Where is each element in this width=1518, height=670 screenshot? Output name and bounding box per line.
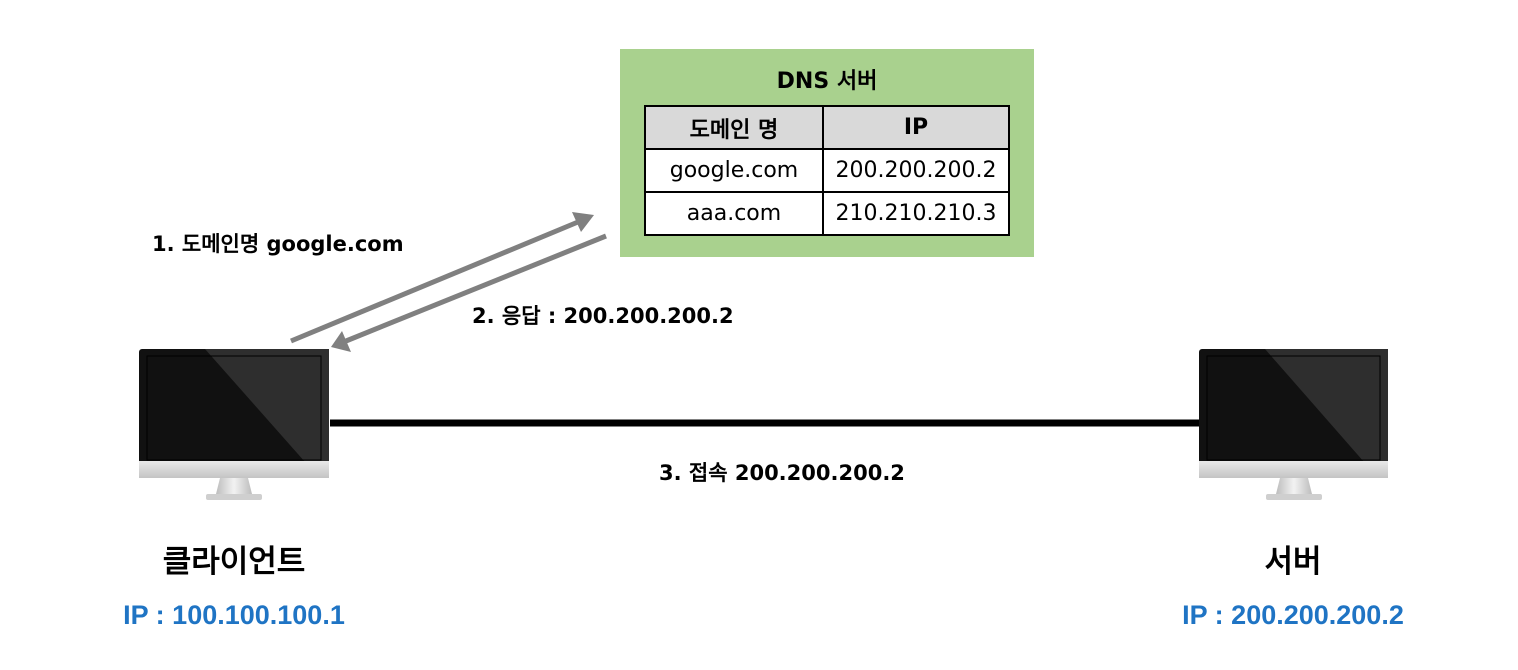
- client-name: 클라이언트: [162, 544, 306, 580]
- step-request-label: 1. 도메인명 google.com: [152, 232, 404, 256]
- client-monitor-icon: [139, 349, 329, 500]
- server-name: 서버: [1264, 544, 1322, 580]
- step-response-label: 2. 응답 : 200.200.200.2: [472, 304, 734, 328]
- table-row: google.com 200.200.200.2: [644, 148, 1011, 193]
- dns-server-title: DNS 서버: [776, 69, 878, 94]
- dns-header-domain: 도메인 명: [644, 105, 824, 150]
- dns-cell-domain: aaa.com: [644, 191, 824, 236]
- client-ip: IP : 100.100.100.1: [123, 600, 345, 630]
- request-arrow: [290, 212, 594, 344]
- dns-header-ip: IP: [821, 105, 1011, 150]
- dns-cell-ip: 200.200.200.2: [821, 148, 1011, 193]
- server-monitor-icon: [1199, 349, 1388, 500]
- dns-cell-ip: 210.210.210.3: [821, 191, 1011, 236]
- dns-table-header: 도메인 명 IP: [644, 105, 1011, 150]
- dns-server-box: DNS 서버 도메인 명 IP google.com 200.200.200.2…: [620, 49, 1034, 257]
- dns-table: 도메인 명 IP google.com 200.200.200.2 aaa.co…: [644, 105, 1011, 236]
- step-connect-label: 3. 접속 200.200.200.2: [659, 461, 905, 485]
- server-ip: IP : 200.200.200.2: [1182, 600, 1404, 630]
- dns-cell-domain: google.com: [644, 148, 824, 193]
- table-row: aaa.com 210.210.210.3: [644, 191, 1011, 236]
- response-arrow: [331, 233, 607, 352]
